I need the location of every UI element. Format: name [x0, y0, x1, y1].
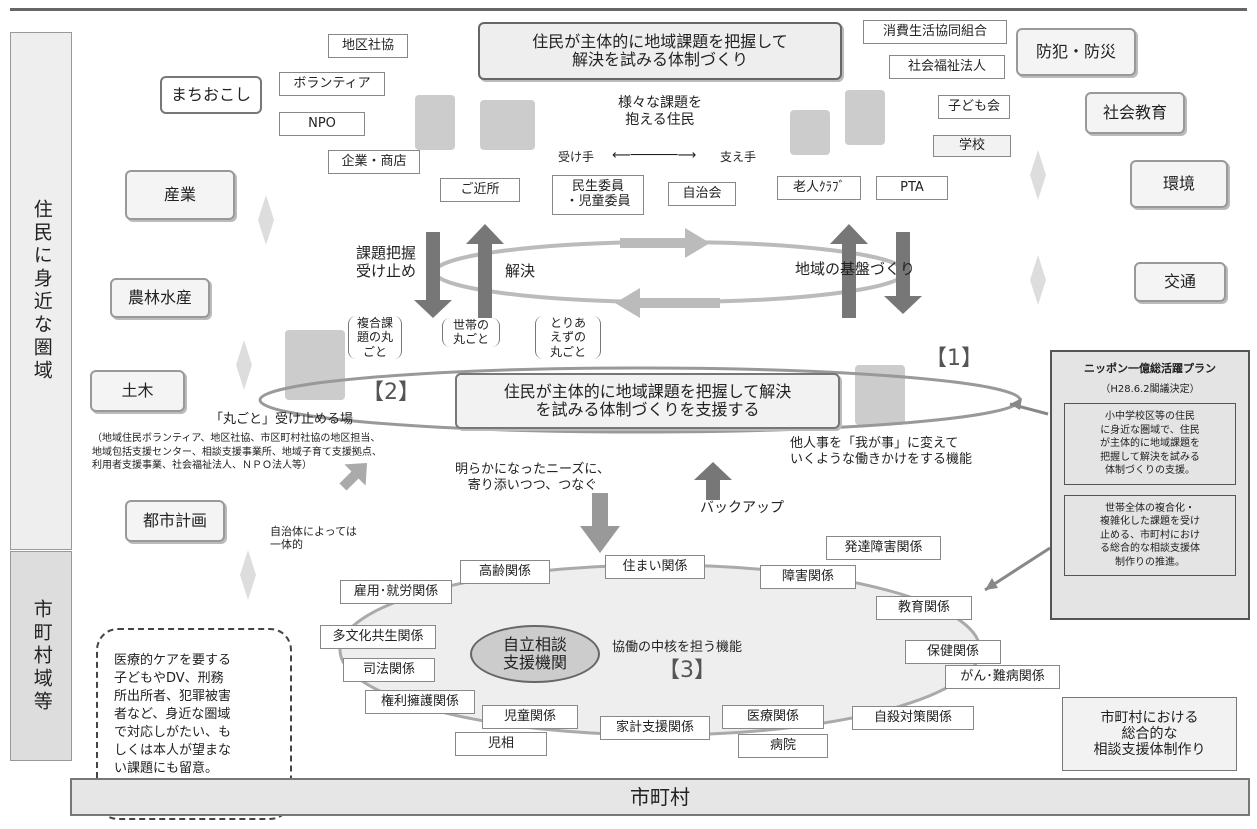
number-2: 【2】: [362, 380, 420, 405]
double-arrow-icon: [258, 195, 274, 245]
domain-byoin: 病院: [738, 734, 828, 758]
plan-title: ニッポン一億総活躍プラン: [1084, 362, 1216, 375]
field-sangyo: 産業: [125, 170, 235, 220]
kyodo-label: 協働の中核を担う機能: [612, 640, 743, 655]
actor-kinjo: ご近所: [440, 178, 520, 202]
domain-kenri: 権利擁護関係: [365, 690, 475, 714]
domain-shiho: 司法関係: [343, 658, 435, 682]
actor-pta: PTA: [876, 176, 948, 200]
domain-shogai: 障害関係: [760, 565, 856, 589]
woman-icon: [285, 330, 345, 400]
marugoto-place: 「丸ごと」受け止める場: [210, 412, 354, 427]
double-arrow-icon: [240, 550, 256, 600]
plan-panel: ニッポン一億総活躍プラン （H28.6.2閣議決定） 小中学校区等の住民 に身近…: [1050, 350, 1250, 620]
kadai-label: 様々な課題を 抱える住民: [618, 95, 702, 128]
domain-hattatsu: 発達障害関係: [826, 536, 941, 560]
side-label-lower: 市町村域等: [10, 551, 72, 761]
double-arrow-icon: [1030, 150, 1046, 200]
bottom-bar: 市町村: [70, 778, 1250, 816]
actor-gakko: 学校: [933, 135, 1011, 157]
number-3: 【3】: [658, 658, 716, 683]
kaiketsu-label: 解決: [505, 262, 536, 280]
jichitai-label: 自治体によっては 一体的: [270, 525, 357, 552]
double-arrow-icon: [236, 340, 252, 390]
top-title: 住民が主体的に地域課題を把握して 解決を試みる体制づくり: [478, 22, 842, 80]
field-bohan: 防犯・防災: [1016, 28, 1136, 76]
domain-korei: 高齢関係: [460, 560, 550, 584]
number-1: 【1】: [925, 346, 983, 371]
tanin-label: 他人事を「我が事」に変えて いくような働きかけをする機能: [790, 436, 973, 467]
needs-label: 明らかになったニーズに、 寄り添いつつ、つなぐ: [455, 462, 610, 493]
domain-gan: がん･難病関係: [945, 665, 1060, 689]
domain-jido: 児童関係: [482, 705, 578, 729]
domain-tabunka: 多文化共生関係: [320, 625, 436, 649]
marugoto-fukugo: 複合課 題の丸 ごと: [348, 316, 402, 360]
plan-date: （H28.6.2閣議決定）: [1100, 384, 1200, 395]
side-label-upper: 住民に身近な圏域: [10, 32, 72, 550]
sasaete-label: 支え手: [720, 150, 757, 164]
double-arrow-icon: [1030, 255, 1046, 305]
field-doboku: 土木: [90, 370, 185, 412]
kiban-label: 地域の基盤づくり: [795, 260, 916, 278]
field-toshi: 都市計画: [125, 500, 225, 542]
actor-rojin: 老人ｸﾗﾌﾞ: [777, 176, 861, 200]
actor-machiokoshi: まちおこし: [160, 76, 262, 114]
actor-volunteer: ボランティア: [279, 72, 385, 96]
actor-jichikai: 自治会: [668, 182, 736, 206]
actor-npo: NPO: [279, 112, 365, 136]
field-kankyo: 環境: [1130, 160, 1228, 208]
actor-shakai-fukushi: 社会福祉法人: [889, 55, 1005, 79]
uke-sasae-arrow: ⟵──────⟶: [612, 148, 697, 163]
shichoson-sogo: 市町村における 総合的な 相談支援体制作り: [1062, 697, 1237, 771]
field-shakai-kyoiku: 社会教育: [1085, 92, 1185, 134]
plan-text1: 小中学校区等の住民 に身近な圏域で、住民 が主体的に地域課題を 把握して解決を試…: [1064, 403, 1236, 485]
support-title: 住民が主体的に地域課題を把握して解決 を試みる体制づくりを支援する: [455, 373, 840, 429]
domain-sumai: 住まい関係: [605, 555, 705, 579]
marugoto-examples: （地域住民ボランティア、地区社協、市区町村社協の地区担当、 地域包括支援センター…: [92, 433, 382, 471]
field-kotsu: 交通: [1134, 262, 1226, 302]
domain-jisatsu: 自殺対策関係: [852, 706, 974, 730]
plan-text2: 世帯全体の複合化・ 複雑化した課題を受け 止める、市町村におけ る総合的な相談支…: [1064, 494, 1236, 576]
marugoto-toriaezu: とりあ えずの 丸ごと: [535, 316, 601, 360]
wheelchair-icon: [845, 90, 885, 145]
marugoto-setai: 世帯の 丸ごと: [442, 318, 500, 347]
center-agency: 自立相談 支援機関: [470, 625, 600, 683]
actor-minsei: 民生委員 ・児童委員: [552, 175, 644, 215]
backup-label: バックアップ: [700, 500, 784, 516]
actor-kodomokai: 子ども会: [938, 95, 1010, 119]
haaku-label: 課題把握 受け止め: [356, 244, 417, 280]
domain-hoken: 保健関係: [905, 640, 1001, 664]
family-icon: [415, 95, 455, 150]
domain-koyo: 雇用･就労関係: [340, 580, 452, 604]
ukete-label: 受け手: [558, 150, 595, 164]
worker-icon: [790, 110, 830, 155]
domain-kyoiku: 教育関係: [876, 596, 972, 620]
actor-chiku-shakyo: 地区社協: [328, 34, 408, 58]
top-rule: [10, 8, 1247, 11]
actor-kigyo: 企業・商店: [328, 150, 420, 174]
actor-shohi: 消費生活協同組合: [863, 20, 1007, 44]
elderly-icon: [480, 100, 535, 150]
domain-jiso: 児相: [455, 732, 547, 756]
domain-kakei: 家計支援関係: [600, 716, 710, 740]
domain-iryo: 医療関係: [722, 705, 824, 729]
field-norin: 農林水産: [110, 278, 210, 318]
